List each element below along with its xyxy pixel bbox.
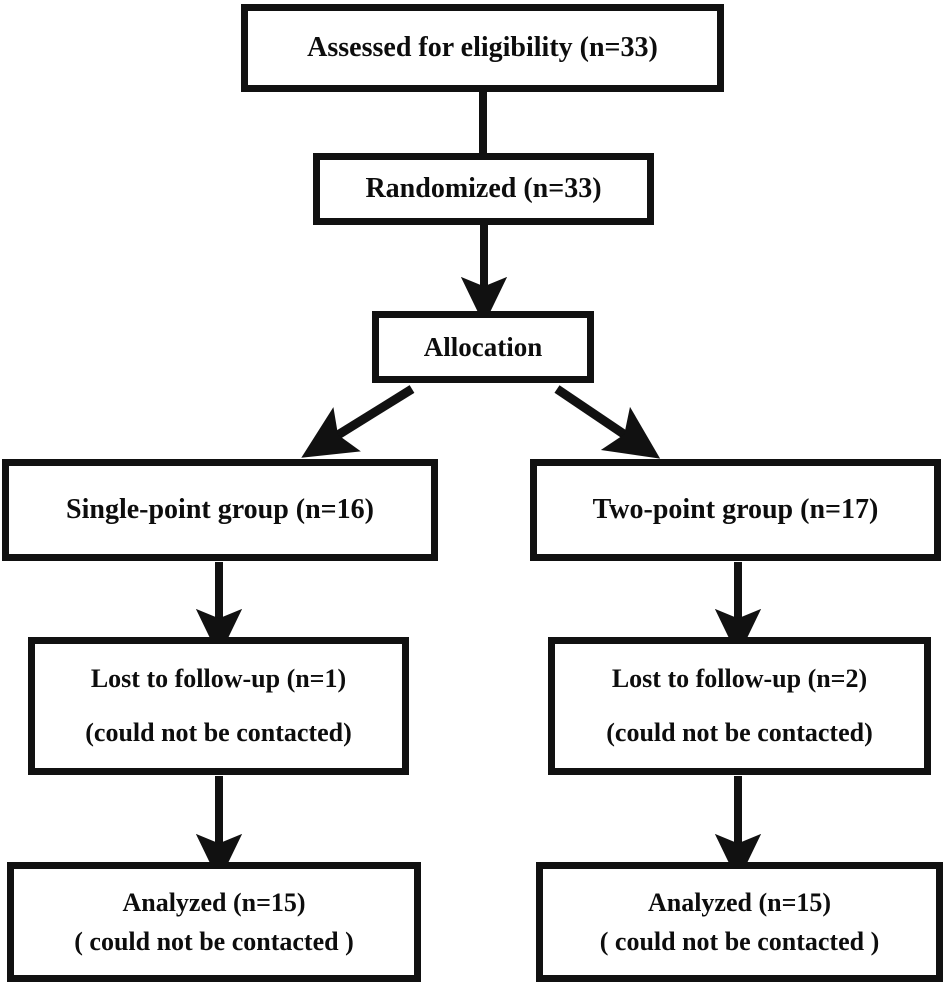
node-analyzed-right-line-2: ( could not be contacted ) (599, 926, 880, 956)
node-analyzed-left: Analyzed (n=15) ( could not be contacted… (7, 862, 421, 982)
node-lost-to-follow-up-left-line-2: (could not be contacted) (85, 718, 352, 747)
node-two-point-group: Two-point group (n=17) (530, 459, 941, 561)
node-analyzed-right: Analyzed (n=15) ( could not be contacted… (536, 862, 943, 982)
node-lost-to-follow-up-right-line-1: Lost to follow-up (n=2) (611, 664, 868, 693)
node-lost-to-follow-up-left: Lost to follow-up (n=1) (could not be co… (28, 637, 409, 775)
node-lost-to-follow-up-left-line-1: Lost to follow-up (n=1) (90, 664, 347, 693)
node-lost-to-follow-up-right-line-2: (could not be contacted) (606, 718, 873, 747)
node-randomized: Randomized (n=33) (313, 153, 654, 225)
node-two-point-group-line-1: Two-point group (n=17) (592, 494, 879, 525)
connector-allocation-to-group-right (554, 385, 661, 459)
node-randomized-line-1: Randomized (n=33) (365, 173, 602, 204)
node-analyzed-right-line-1: Analyzed (n=15) (647, 887, 832, 917)
node-allocation: Allocation (372, 311, 594, 383)
node-assessed-for-eligibility: Assessed for eligibility (n=33) (241, 4, 724, 92)
node-lost-to-follow-up-right: Lost to follow-up (n=2) (could not be co… (548, 637, 931, 775)
connector-allocation-to-group-left (301, 385, 415, 458)
node-analyzed-left-line-1: Analyzed (n=15) (122, 887, 306, 917)
node-assessed-line-1: Assessed for eligibility (n=33) (307, 32, 658, 63)
node-allocation-line-1: Allocation (423, 331, 543, 362)
node-single-point-group-line-1: Single-point group (n=16) (66, 494, 374, 525)
node-single-point-group: Single-point group (n=16) (2, 459, 438, 561)
node-analyzed-left-line-2: ( could not be contacted ) (74, 926, 354, 956)
